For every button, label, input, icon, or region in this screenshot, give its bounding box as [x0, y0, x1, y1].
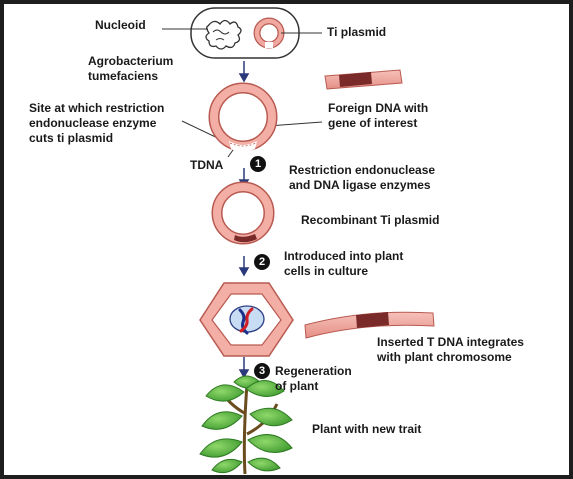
inserted-gene-segment [234, 234, 257, 243]
label-ti-plasmid: Ti plasmid [327, 25, 387, 39]
foreign-dna-strand [324, 69, 403, 90]
label-inserted-line1: Inserted T DNA integrates [377, 335, 524, 349]
plant-cell [199, 282, 294, 357]
ti-plasmid-cut [208, 82, 278, 152]
label-agrobacterium-line1: Agrobacterium [88, 54, 174, 68]
recombinant-plasmid [211, 181, 275, 245]
gene-of-interest [339, 72, 372, 87]
label-agrobacterium-line2: tumefaciens [88, 69, 159, 83]
label-enzymes-line1: Restriction endonuclease [289, 163, 436, 177]
integrated-tdna-strand [304, 311, 435, 339]
label-nucleoid: Nucleoid [95, 18, 146, 32]
label-tdna: TDNA [190, 158, 224, 172]
regenerated-plant [199, 375, 293, 475]
label-regeneration-line1: Regeneration [275, 364, 352, 378]
label-regeneration-line2: of plant [275, 379, 319, 393]
nucleoid-inner-coil [212, 29, 230, 41]
label-site-line1: Site at which restriction [29, 101, 165, 115]
label-plant-new-trait: Plant with new trait [312, 422, 422, 436]
label-inserted-line2: with plant chromosome [377, 350, 512, 364]
diagram-frame: Nucleoid Ti plasmid Agrobacterium tumefa… [4, 4, 569, 475]
chromosome-red [239, 307, 254, 333]
plant-leaves [199, 375, 293, 474]
agrobacterium-cell [190, 7, 300, 59]
label-introduced-line1: Introduced into plant [284, 249, 404, 263]
step-marker-1: 1 [250, 156, 266, 172]
ti-plasmid-tdna-gap [265, 42, 273, 48]
label-site-line2: endonuclease enzyme [29, 116, 157, 130]
cut-site-gap [229, 141, 257, 152]
label-site-line3: cuts ti plasmid [29, 131, 114, 145]
integrated-gene-segment [356, 312, 389, 328]
label-foreign-dna-line1: Foreign DNA with [328, 101, 429, 115]
step-marker-3: 3 [254, 363, 270, 379]
step-marker-2: 2 [254, 254, 270, 270]
label-introduced-line2: cells in culture [284, 264, 369, 278]
nucleoid-shape [205, 19, 242, 50]
label-recombinant-plasmid: Recombinant Ti plasmid [301, 213, 440, 227]
label-enzymes-line2: and DNA ligase enzymes [289, 178, 431, 192]
diagram-canvas [162, 7, 435, 475]
label-foreign-dna-line2: gene of interest [328, 116, 418, 130]
